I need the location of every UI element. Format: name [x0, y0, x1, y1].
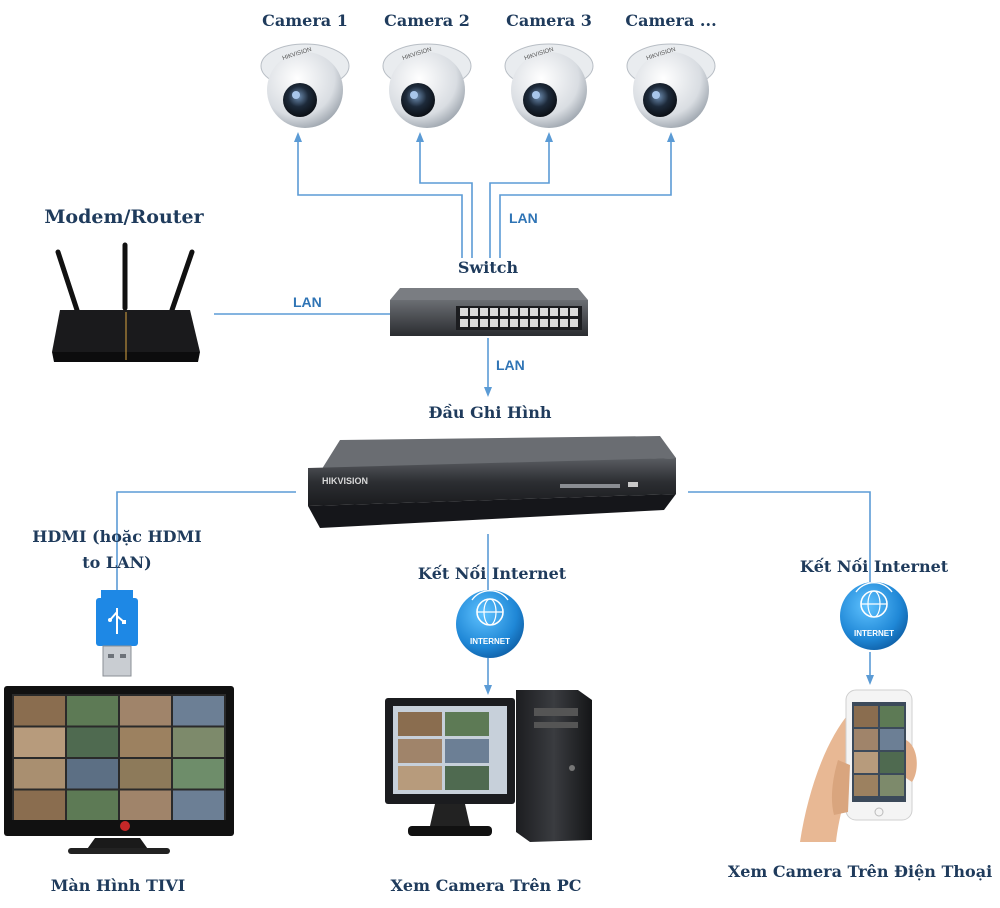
switch-port — [490, 308, 498, 316]
camera-label: Camera 2 — [384, 11, 470, 30]
dome-camera-icon: HIKVISION — [382, 43, 472, 128]
camera-feed-tile — [854, 775, 878, 796]
switch-port — [560, 308, 568, 316]
switch-port — [560, 319, 568, 327]
switch-port — [520, 319, 528, 327]
camera-feed-tile — [854, 729, 878, 750]
camera-feed-tile — [173, 727, 224, 757]
camera-feed-tile — [120, 790, 171, 820]
phone-label: Xem Camera Trên Điện Thoại — [728, 862, 992, 881]
internet-globe-icon: INTERNET — [456, 590, 524, 658]
switch-port — [480, 319, 488, 327]
camera-feed-tile — [67, 759, 118, 789]
camera-label: Camera 1 — [262, 11, 348, 30]
dome-camera-icon: HIKVISION — [504, 43, 594, 128]
phone-icon — [800, 689, 917, 842]
switch-port — [540, 319, 548, 327]
camera-label: Camera 3 — [506, 11, 592, 30]
switch-port — [530, 319, 538, 327]
wire-camera-1 — [294, 132, 463, 258]
camera-feed-tile — [445, 712, 489, 736]
internet-globe-icon: INTERNET — [840, 582, 908, 650]
usb-cable-icon — [96, 590, 138, 677]
switch-port — [500, 319, 508, 327]
camera-feed-tile — [14, 790, 65, 820]
switch-port — [510, 308, 518, 316]
camera-feed-tile — [880, 706, 904, 727]
switch-port — [460, 319, 468, 327]
camera-3: Camera 3 HIKVISION — [504, 11, 594, 128]
switch-port — [550, 308, 558, 316]
recorder-icon: HIKVISION — [308, 436, 676, 528]
hdmi-label-line2: to LAN) — [82, 553, 152, 572]
pc-icon — [385, 690, 592, 842]
camera-feed-tile — [14, 696, 65, 726]
camera-feed-tile — [173, 696, 224, 726]
wire-recorder-tv — [116, 491, 296, 598]
switch-port — [570, 308, 578, 316]
camera-feed-tile — [880, 729, 904, 750]
camera-4: Camera ... HIKVISION — [625, 11, 717, 128]
switch-port — [460, 308, 468, 316]
brand-logo: HIKVISION — [322, 476, 368, 486]
switch-port — [470, 308, 478, 316]
switch-port — [550, 319, 558, 327]
switch-port — [500, 308, 508, 316]
camera-feed-tile — [445, 766, 489, 790]
lan-label-router: LAN — [293, 294, 322, 310]
switch-port — [520, 308, 528, 316]
camera-feed-tile — [880, 775, 904, 796]
camera-2: Camera 2 HIKVISION — [382, 11, 472, 128]
internet-label-phone: Kết Nối Internet — [800, 557, 949, 576]
router-icon — [52, 242, 200, 362]
camera-feed-tile — [14, 759, 65, 789]
internet-badge: INTERNET — [470, 637, 510, 646]
tv-icon — [4, 686, 234, 854]
camera-feed-tile — [67, 727, 118, 757]
camera-feed-tile — [67, 696, 118, 726]
camera-label: Camera ... — [625, 11, 716, 30]
switch-port — [490, 319, 498, 327]
switch-port — [510, 319, 518, 327]
camera-1: Camera 1 HIKVISION — [260, 11, 350, 128]
camera-feed-tile — [173, 759, 224, 789]
camera-feed-tile — [120, 696, 171, 726]
lan-label-cameras: LAN — [509, 210, 538, 226]
camera-feed-tile — [398, 739, 442, 763]
camera-feed-tile — [854, 706, 878, 727]
recorder-label: Đầu Ghi Hình — [429, 403, 552, 422]
wire-camera-2 — [416, 132, 473, 258]
tv-label: Màn Hình TIVI — [51, 876, 186, 895]
switch-port — [470, 319, 478, 327]
camera-feed-tile — [173, 790, 224, 820]
camera-feed-tile — [445, 739, 489, 763]
switch-icon — [390, 288, 588, 336]
camera-feed-tile — [398, 766, 442, 790]
lan-label-recorder: LAN — [496, 357, 525, 373]
wire-camera-4 — [499, 132, 675, 258]
internet-badge: INTERNET — [854, 629, 894, 638]
camera-feed-tile — [14, 727, 65, 757]
switch-port — [570, 319, 578, 327]
camera-feed-tile — [880, 752, 904, 773]
switch-port — [480, 308, 488, 316]
camera-feed-tile — [67, 790, 118, 820]
switch-label: Switch — [458, 258, 519, 277]
internet-label-pc: Kết Nối Internet — [418, 564, 567, 583]
dome-camera-icon: HIKVISION — [260, 43, 350, 128]
camera-feed-tile — [120, 759, 171, 789]
camera-wires — [294, 132, 675, 258]
wire-recorder-internet-phone — [688, 491, 871, 582]
wire-camera-3 — [489, 132, 553, 258]
switch-port — [540, 308, 548, 316]
router-label: Modem/Router — [44, 206, 204, 228]
camera-feed-tile — [398, 712, 442, 736]
switch-port — [530, 308, 538, 316]
camera-feed-tile — [120, 727, 171, 757]
hdmi-label-line1: HDMI (hoặc HDMI — [32, 527, 202, 546]
camera-feed-tile — [854, 752, 878, 773]
dome-camera-icon: HIKVISION — [626, 43, 716, 128]
pc-label: Xem Camera Trên PC — [391, 876, 582, 895]
